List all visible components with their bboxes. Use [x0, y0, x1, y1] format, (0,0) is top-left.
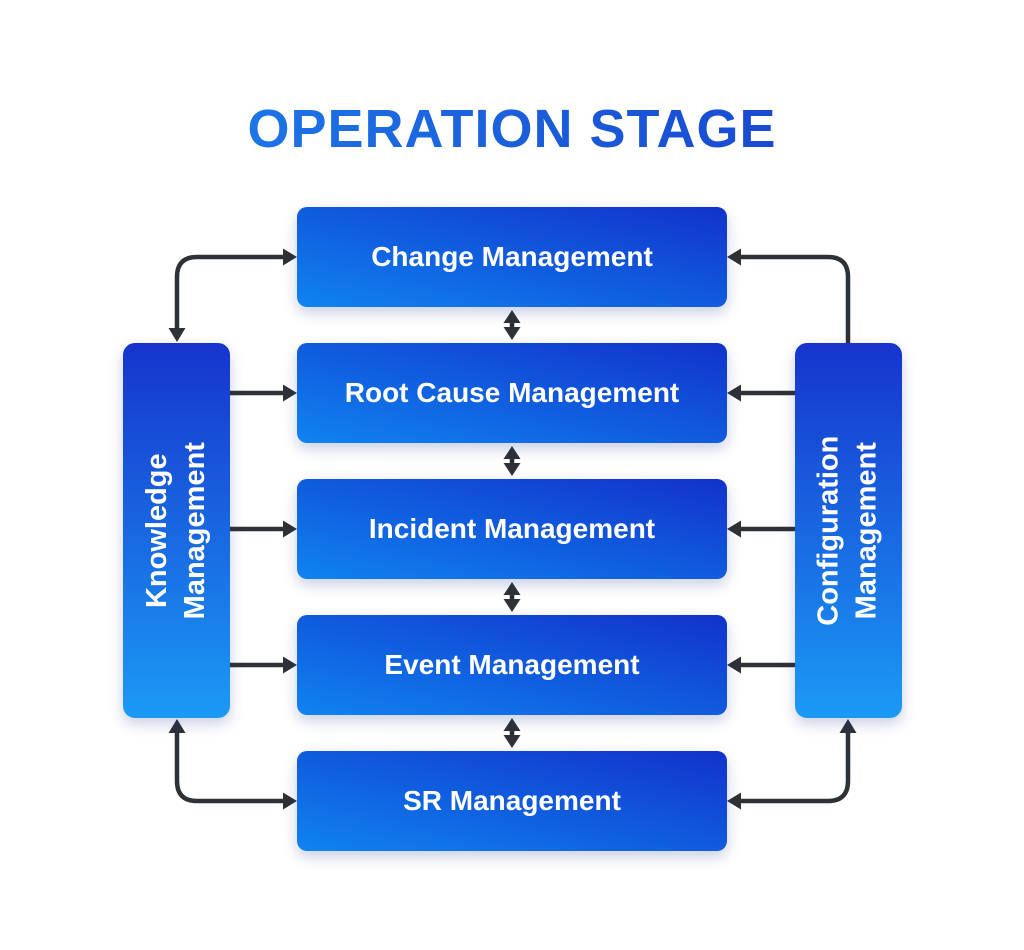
connector-knowledge-sr	[174, 728, 287, 804]
node-label: Root Cause Management	[344, 377, 680, 408]
node-label-line1: Configuration	[812, 435, 845, 626]
arrowhead-into-rootcause-right	[727, 384, 741, 402]
node-root-cause-management: Root Cause Management	[297, 343, 727, 443]
node-event-management: Event Management	[297, 615, 727, 715]
connector-configuration-change	[738, 254, 851, 346]
arrowhead-into-event-bottom	[503, 718, 521, 731]
arrowhead-into-change-right	[727, 248, 741, 266]
node-configuration-management: Configuration Management	[795, 343, 902, 718]
node-incident-management: Incident Management	[297, 479, 727, 579]
arrowhead-into-incident-left	[283, 520, 297, 538]
arrowhead-into-sr-top	[503, 735, 521, 748]
connector-configuration-sr	[738, 728, 851, 804]
arrowhead-into-knowledge-top	[168, 328, 186, 342]
arrowhead-into-change-bottom	[503, 310, 521, 323]
node-label-line2: Management	[850, 441, 883, 620]
node-label: Incident Management	[368, 513, 656, 544]
node-label: Change Management	[371, 241, 653, 272]
page-title: OPERATION STAGE	[0, 98, 1024, 160]
arrowhead-into-knowledge-bottom	[168, 719, 186, 733]
arrowhead-into-incident-right	[727, 520, 741, 538]
arrowhead-into-incident-bottom	[503, 582, 521, 595]
arrowhead-into-event-left	[283, 656, 297, 674]
node-sr-management: SR Management	[297, 751, 727, 851]
node-change-management: Change Management	[297, 207, 727, 307]
arrowhead-into-rootcause-left	[283, 384, 297, 402]
arrowhead-into-sr-right	[727, 792, 741, 810]
arrowhead-into-configuration-bottom	[839, 719, 857, 733]
node-label: Knowledge Management	[139, 442, 214, 619]
node-label: Event Management	[384, 649, 640, 680]
node-label-line2: Management	[178, 441, 211, 620]
arrowhead-into-rootcause-top	[503, 327, 521, 340]
arrowhead-into-rootcause-bottom	[503, 446, 521, 459]
arrowhead-into-event-top	[503, 599, 521, 612]
arrowhead-into-event-right	[727, 656, 741, 674]
arrowhead-into-sr-left	[283, 792, 297, 810]
node-label-line1: Knowledge	[140, 453, 173, 608]
arrowhead-into-change-left	[283, 248, 297, 266]
connector-knowledge-change	[174, 254, 287, 333]
node-label: Configuration Management	[811, 435, 886, 625]
node-knowledge-management: Knowledge Management	[123, 343, 230, 718]
arrowhead-into-incident-top	[503, 463, 521, 476]
node-label: SR Management	[403, 785, 621, 816]
